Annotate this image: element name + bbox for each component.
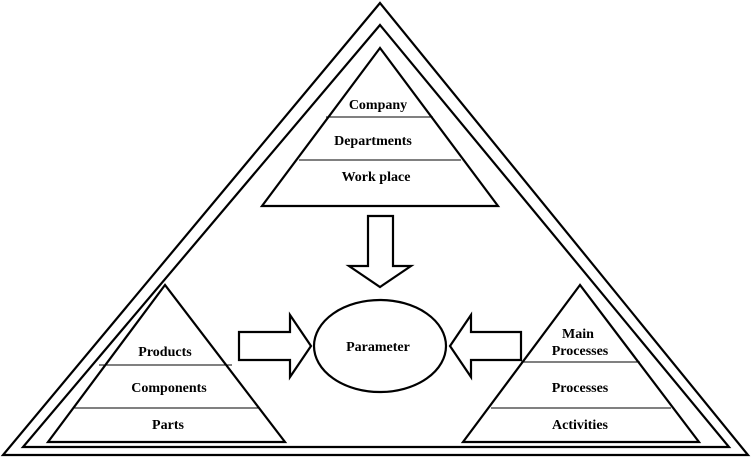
left-level-parts: Parts — [152, 418, 184, 433]
right-pyramid: Main Processes Processes Activities — [460, 283, 702, 444]
left-pyramid-outline — [45, 283, 288, 444]
top-level-company: Company — [349, 98, 407, 113]
top-level-departments: Departments — [334, 134, 412, 149]
arrow-right — [237, 311, 313, 381]
arrow-left — [448, 311, 523, 381]
parameter-label: Parameter — [346, 340, 410, 355]
outer-triangle-inner-line — [20, 23, 732, 449]
top-pyramid-outline — [259, 46, 501, 208]
right-level-processes: Processes — [552, 381, 609, 396]
parameter-ellipse — [312, 298, 448, 394]
right-level-main: Main — [562, 327, 594, 342]
right-level-activities: Activities — [552, 418, 609, 433]
left-level-products: Products — [138, 345, 192, 360]
center-node: Parameter — [312, 298, 448, 394]
left-level-components: Components — [131, 381, 207, 396]
arrow-down — [345, 214, 415, 289]
right-pyramid-outline — [460, 283, 702, 444]
right-level-main-processes: Processes — [552, 344, 609, 359]
left-pyramid: Products Components Parts — [45, 283, 288, 444]
top-level-work-place: Work place — [342, 170, 411, 185]
top-pyramid: Company Departments Work place — [259, 46, 501, 208]
